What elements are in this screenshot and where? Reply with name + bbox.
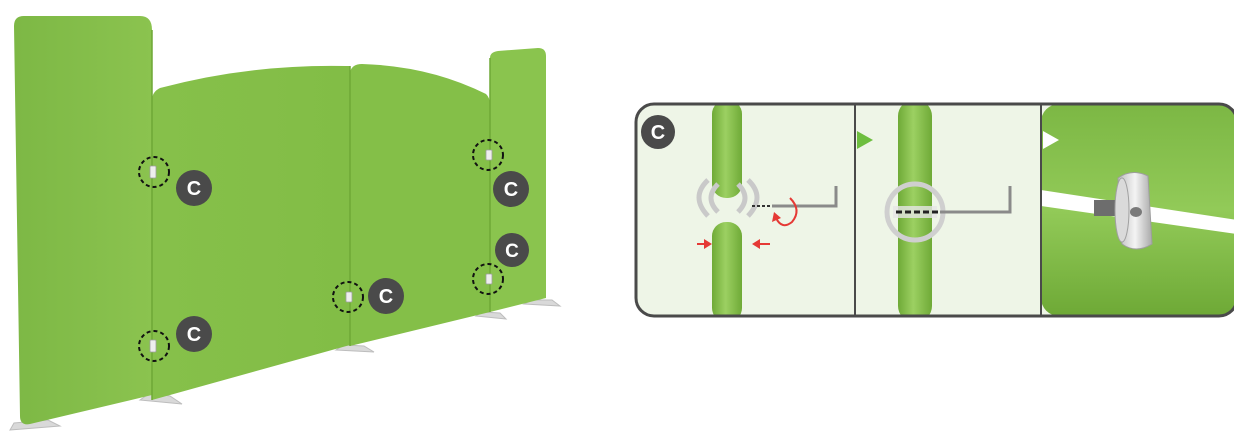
panel-feet bbox=[9, 299, 562, 431]
connector-bits bbox=[149, 149, 493, 353]
connector-markers bbox=[138, 139, 504, 362]
squeeze-arrows bbox=[697, 239, 770, 249]
connector-closeup-icon bbox=[1094, 172, 1153, 250]
detail-panel-2 bbox=[855, 104, 1041, 316]
panel-arched-right bbox=[350, 64, 490, 346]
callout-badge: C bbox=[368, 278, 404, 314]
callout-badge: C bbox=[176, 316, 212, 352]
detail-panel-3 bbox=[1041, 104, 1234, 316]
step-label-badge: C bbox=[641, 115, 675, 149]
callout-badge: C bbox=[493, 171, 529, 207]
connector-open-icon bbox=[696, 178, 760, 218]
callout-label: C bbox=[187, 324, 201, 346]
rotate-arrow-icon bbox=[775, 197, 798, 227]
step-label: C bbox=[651, 122, 665, 144]
callout-label: C bbox=[187, 178, 201, 200]
overview-wall: C C C C C bbox=[9, 16, 562, 431]
marker-circle bbox=[138, 330, 170, 362]
callout-badge: C bbox=[176, 170, 212, 206]
callout-badge: C bbox=[495, 233, 529, 267]
play-arrow-icon bbox=[857, 131, 873, 149]
detail-callout: C bbox=[634, 102, 1234, 318]
marker-circle bbox=[138, 156, 170, 188]
callout-label: C bbox=[504, 179, 518, 201]
marker-circle bbox=[472, 263, 504, 295]
callout-label: C bbox=[379, 286, 393, 308]
hex-key-icon bbox=[940, 186, 1012, 214]
marker-circle bbox=[332, 281, 364, 313]
marker-circle bbox=[472, 139, 504, 171]
panel-arched-left bbox=[152, 65, 350, 400]
hex-key-icon bbox=[772, 186, 838, 208]
panel-tall-left bbox=[14, 16, 152, 425]
play-arrow-icon bbox=[1043, 131, 1059, 149]
callout-label: C bbox=[505, 241, 519, 262]
